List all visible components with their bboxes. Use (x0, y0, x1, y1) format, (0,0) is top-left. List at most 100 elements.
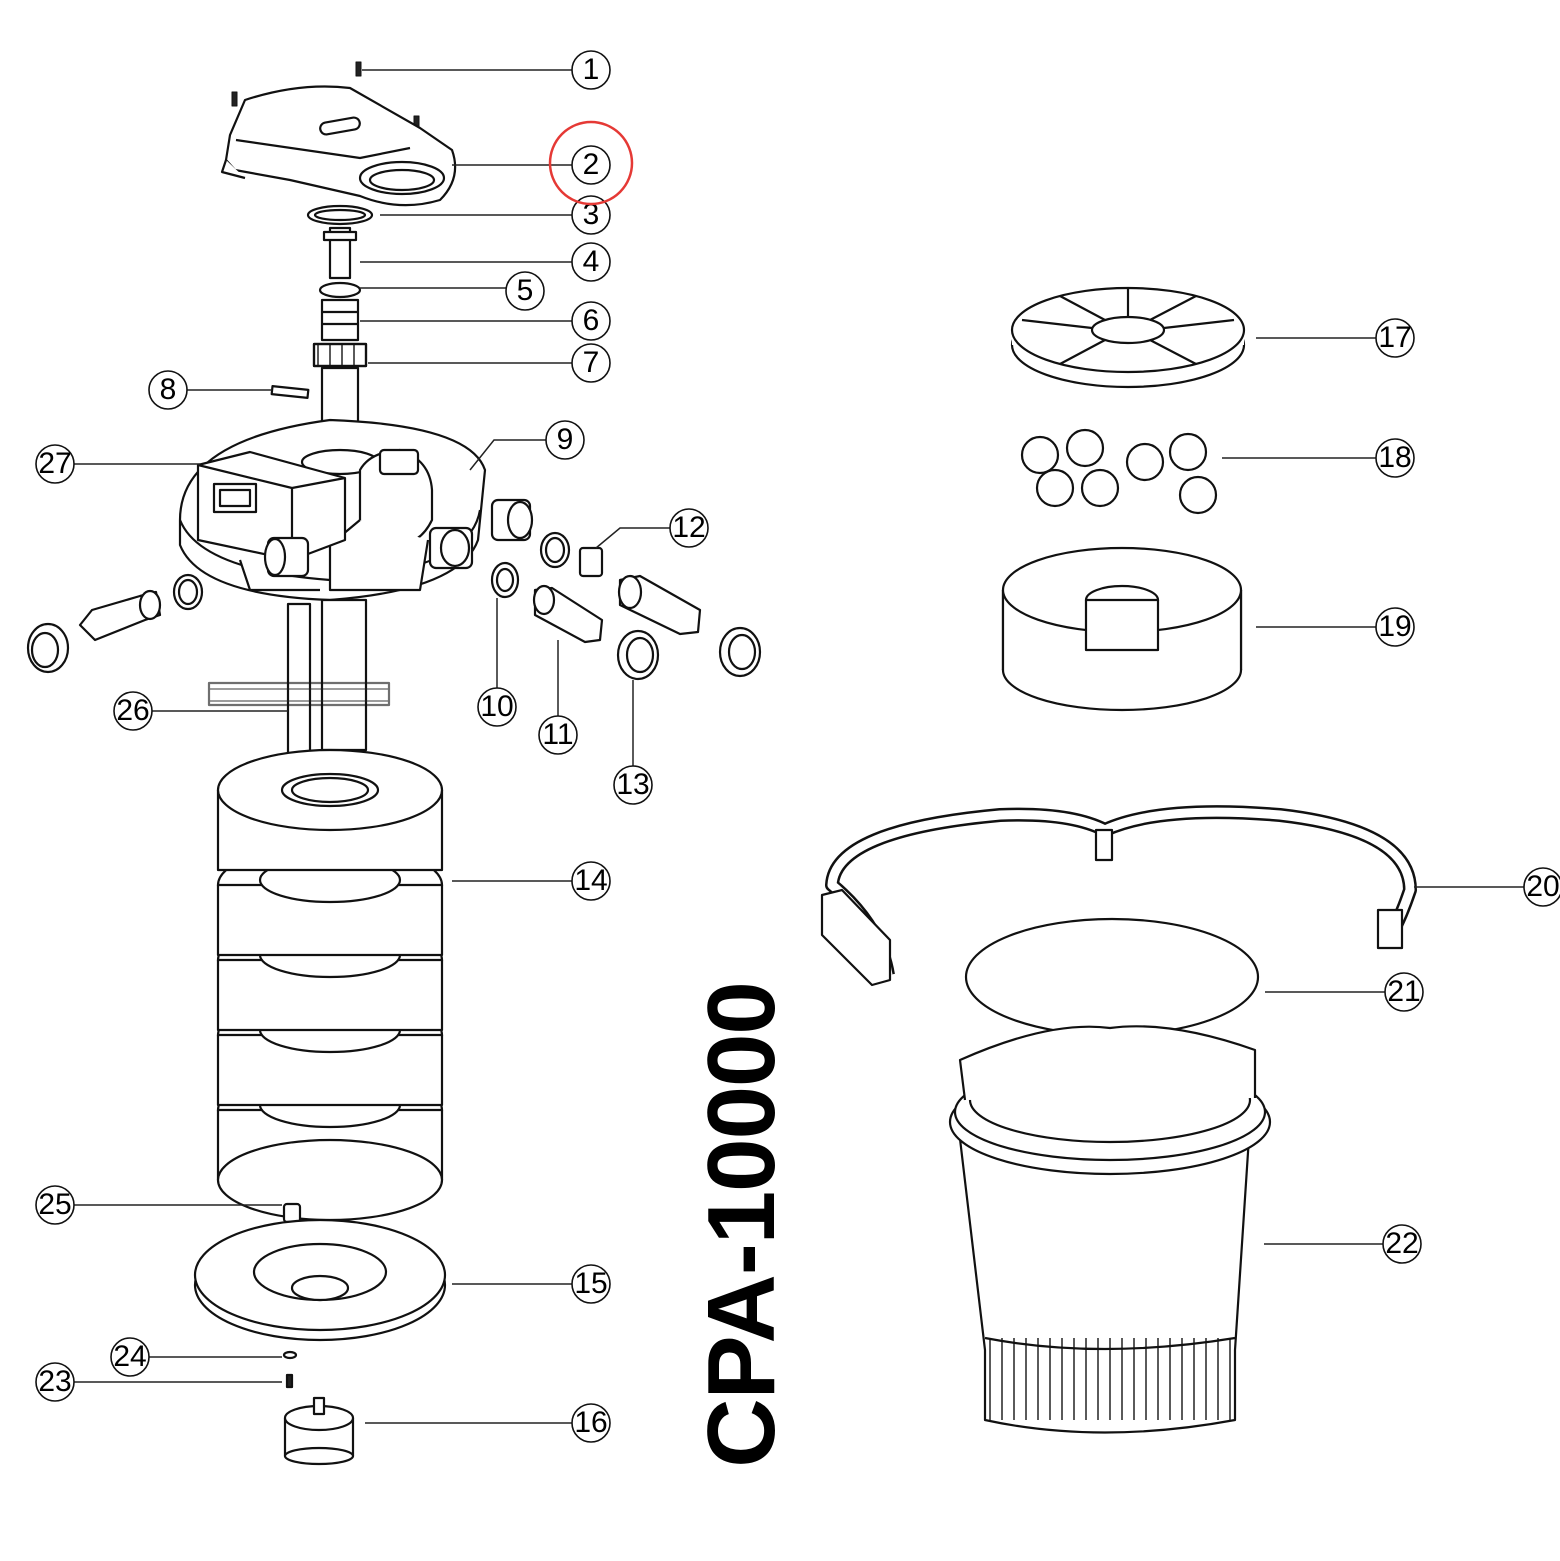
fittings-left (26, 573, 204, 674)
callout-number: 20 (1526, 870, 1559, 903)
callout-circle (1375, 318, 1415, 358)
callout-circle (571, 1403, 611, 1443)
callout-number: 9 (557, 423, 574, 456)
callout-26: 26 (113, 691, 153, 731)
callout-4: 4 (571, 242, 611, 282)
callout-18: 18 (1375, 438, 1415, 478)
callout-number: 11 (542, 718, 573, 751)
callout-circle (505, 271, 545, 311)
leader-line-9 (469, 439, 546, 471)
screw-23 (285, 1373, 294, 1389)
valve (282, 1202, 302, 1224)
left-assembly (26, 61, 762, 1466)
callout-9: 9 (545, 420, 585, 460)
callout-circle (35, 1185, 75, 1225)
right-assembly (820, 286, 1417, 1434)
callout-11: 11 (538, 715, 578, 755)
callout-circle (571, 301, 611, 341)
gear-ring (312, 342, 368, 368)
callout-17: 17 (1375, 318, 1415, 358)
callout-circle (613, 765, 653, 805)
callout-6: 6 (571, 301, 611, 341)
basket (1001, 546, 1243, 712)
ring-5 (318, 281, 362, 299)
callout-25: 25 (35, 1185, 75, 1225)
callout-number: 2 (583, 148, 600, 181)
callout-bubbles: 1234567891011121314151617181920212223242… (35, 50, 1560, 1443)
callout-5: 5 (505, 271, 545, 311)
housing (948, 1025, 1272, 1434)
callout-number: 8 (160, 373, 177, 406)
callout-number: 13 (616, 768, 649, 801)
callout-20: 20 (1523, 867, 1560, 907)
model-name: CPA-10000 (688, 982, 795, 1468)
leader-lines (74, 69, 1524, 1424)
uv-housing (196, 450, 347, 562)
lower-tube (320, 598, 368, 752)
callout-circle (669, 508, 709, 548)
callout-23: 23 (35, 1362, 75, 1402)
callout-number: 19 (1378, 610, 1411, 643)
callout-circle (1375, 607, 1415, 647)
foot (283, 1396, 355, 1466)
callout-number: 10 (480, 690, 513, 723)
callout-number: 1 (583, 53, 600, 86)
clamp-ring (820, 805, 1417, 987)
callout-circle (571, 861, 611, 901)
callout-19: 19 (1375, 607, 1415, 647)
callout-16: 16 (571, 1403, 611, 1443)
base-plate (193, 1218, 447, 1342)
callout-circle (571, 145, 611, 185)
callout-number: 5 (517, 274, 534, 307)
callout-number: 24 (113, 1340, 146, 1373)
highlight-circle (548, 120, 634, 206)
callout-number: 12 (672, 511, 705, 544)
callout-circle (571, 50, 611, 90)
callout-13: 13 (613, 765, 653, 805)
callout-circle (477, 687, 517, 727)
callout-1: 1 (571, 50, 611, 90)
callout-circle (148, 370, 188, 410)
fittings-right (490, 531, 762, 681)
callout-circle (110, 1337, 150, 1377)
callout-circle (1384, 972, 1424, 1012)
callout-8: 8 (148, 370, 188, 410)
callout-22: 22 (1382, 1224, 1422, 1264)
callout-circle (571, 343, 611, 383)
shaft (322, 226, 358, 280)
callout-circle (1375, 438, 1415, 478)
callout-15: 15 (571, 1264, 611, 1304)
callout-24: 24 (110, 1337, 150, 1377)
callout-number: 22 (1385, 1227, 1418, 1260)
wiper (207, 602, 391, 786)
callout-circle (35, 1362, 75, 1402)
callout-number: 23 (38, 1365, 71, 1398)
callout-circle (1382, 1224, 1422, 1264)
callout-circle (113, 691, 153, 731)
callout-27: 27 (35, 444, 75, 484)
callout-number: 18 (1378, 441, 1411, 474)
callout-number: 6 (583, 304, 600, 337)
callout-7: 7 (571, 343, 611, 383)
callout-circle (545, 420, 585, 460)
bushing (320, 298, 360, 342)
callout-number: 15 (574, 1267, 607, 1300)
top-cover (220, 85, 457, 207)
callout-number: 16 (574, 1406, 607, 1439)
washer (282, 1350, 298, 1360)
callout-circle (571, 1264, 611, 1304)
callout-circle (1523, 867, 1560, 907)
callout-12: 12 (669, 508, 709, 548)
callout-number: 17 (1378, 321, 1411, 354)
lid-ports (263, 498, 534, 578)
callout-number: 4 (583, 245, 600, 278)
callout-3: 3 (571, 195, 611, 235)
callout-number: 21 (1387, 975, 1420, 1008)
callout-circle (538, 715, 578, 755)
foam-stack (216, 748, 444, 1222)
callout-10: 10 (477, 687, 517, 727)
callout-21: 21 (1384, 972, 1424, 1012)
callout-number: 27 (38, 447, 71, 480)
callout-14: 14 (571, 861, 611, 901)
